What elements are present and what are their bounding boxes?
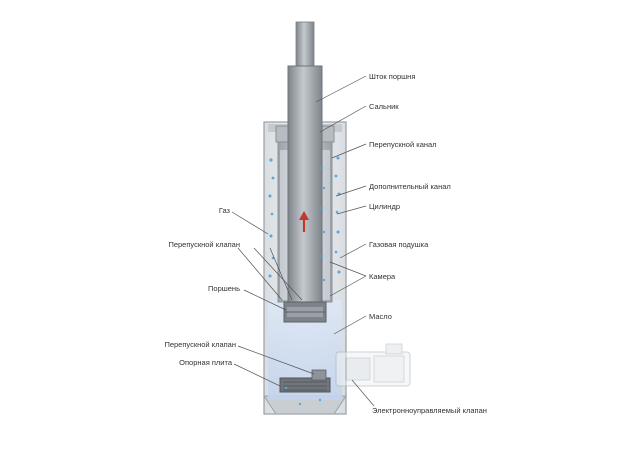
gas-bubbles	[268, 156, 341, 406]
label-extra-channel: Дополнительный канал	[369, 182, 451, 191]
label-oil: Масло	[369, 312, 392, 321]
piston	[283, 301, 327, 323]
label-bypass-channel: Перепускной канал	[369, 140, 437, 149]
label-bypass-valve-lower: Перепускной клапан	[164, 340, 236, 349]
base-valve	[279, 369, 331, 393]
label-electronic-valve: Электронноуправляемый клапан	[372, 406, 487, 415]
label-piston-rod: Шток поршня	[369, 72, 416, 81]
label-gas-cushion: Газовая подушка	[369, 240, 429, 249]
label-gas: Газ	[218, 206, 230, 215]
piston-rod	[287, 21, 323, 305]
label-piston: Поршень	[208, 284, 240, 293]
label-seal: Сальник	[369, 102, 399, 111]
label-bypass-valve-upper: Перепускной клапан	[168, 240, 240, 249]
label-chamber: Камера	[369, 272, 396, 281]
leader-lines-right	[315, 75, 375, 407]
up-arrow-icon	[299, 211, 309, 232]
electronic-valve-unit	[335, 343, 411, 387]
label-cylinder: Цилиндр	[369, 202, 400, 211]
label-base-plate: Опорная плита	[179, 358, 232, 367]
leader-lines-left	[231, 211, 315, 387]
